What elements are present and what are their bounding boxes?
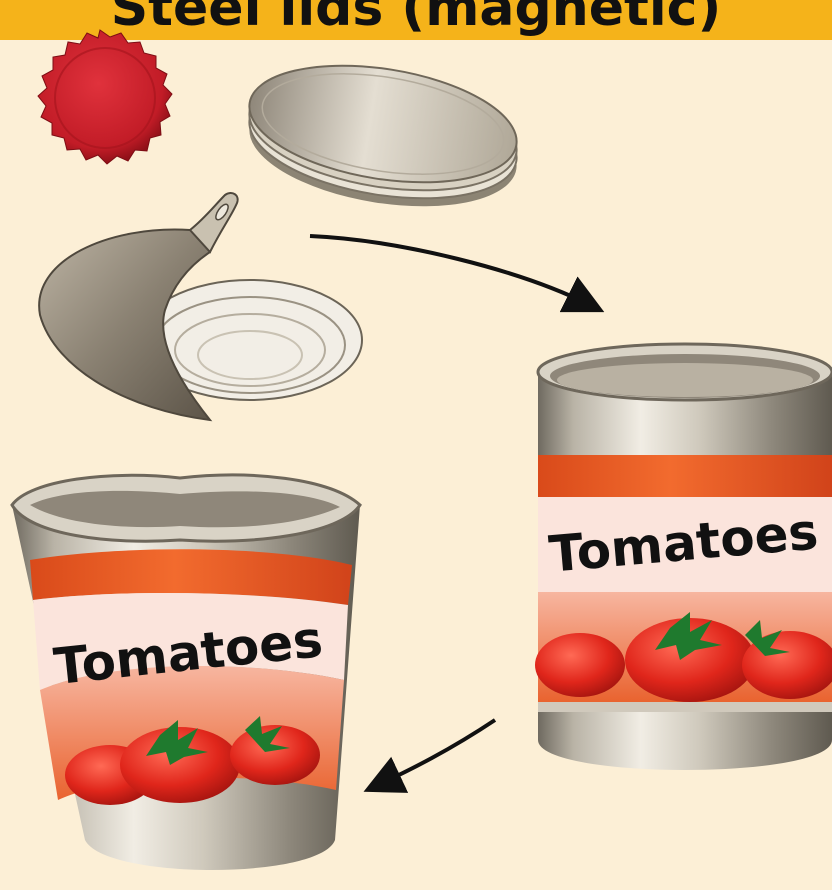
crushed-tomato-can: Tomatoes: [12, 475, 360, 870]
bottle-cap: [38, 30, 172, 164]
arrow-can-to-crushed-can: [378, 720, 495, 785]
peeled-pull-tab-lid: [39, 193, 362, 420]
arrow-lids-to-can: [310, 236, 590, 305]
open-tomato-can: Tomatoes: [535, 344, 832, 770]
steel-lid-stack: [241, 49, 525, 224]
